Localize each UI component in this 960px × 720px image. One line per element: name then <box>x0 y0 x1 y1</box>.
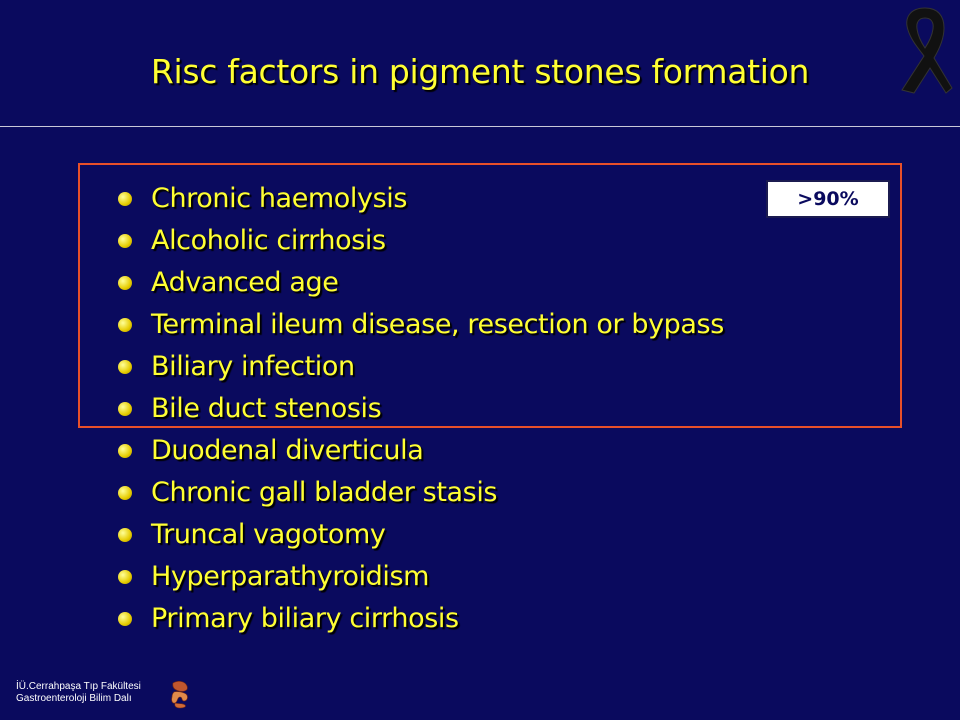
percentage-badge: >90% <box>766 180 890 218</box>
highlight-box <box>78 163 902 428</box>
bullet-icon <box>118 402 132 416</box>
bullet-icon <box>118 486 132 500</box>
bullet-icon <box>118 234 132 248</box>
bullet-icon <box>118 192 132 206</box>
slide-title: Risc factors in pigment stones formation <box>150 52 810 91</box>
bullet-icon <box>118 528 132 542</box>
bullet-icon <box>118 318 132 332</box>
footer-line-faculty: İÜ.Cerrahpaşa Tıp Fakültesi <box>16 681 141 692</box>
title-divider <box>0 126 960 127</box>
bullet-icon <box>118 612 132 626</box>
bullet-icon <box>118 444 132 458</box>
digestive-organs-logo-icon <box>171 681 188 709</box>
institution-footer: İÜ.Cerrahpaşa Tıp Fakültesi Gastroentero… <box>16 681 141 705</box>
awareness-ribbon-icon <box>901 7 953 94</box>
footer-line-department: Gastroenteroloji Bilim Dalı <box>16 693 132 704</box>
bullet-icon <box>118 570 132 584</box>
bullet-icon <box>118 276 132 290</box>
bullet-icon <box>118 360 132 374</box>
